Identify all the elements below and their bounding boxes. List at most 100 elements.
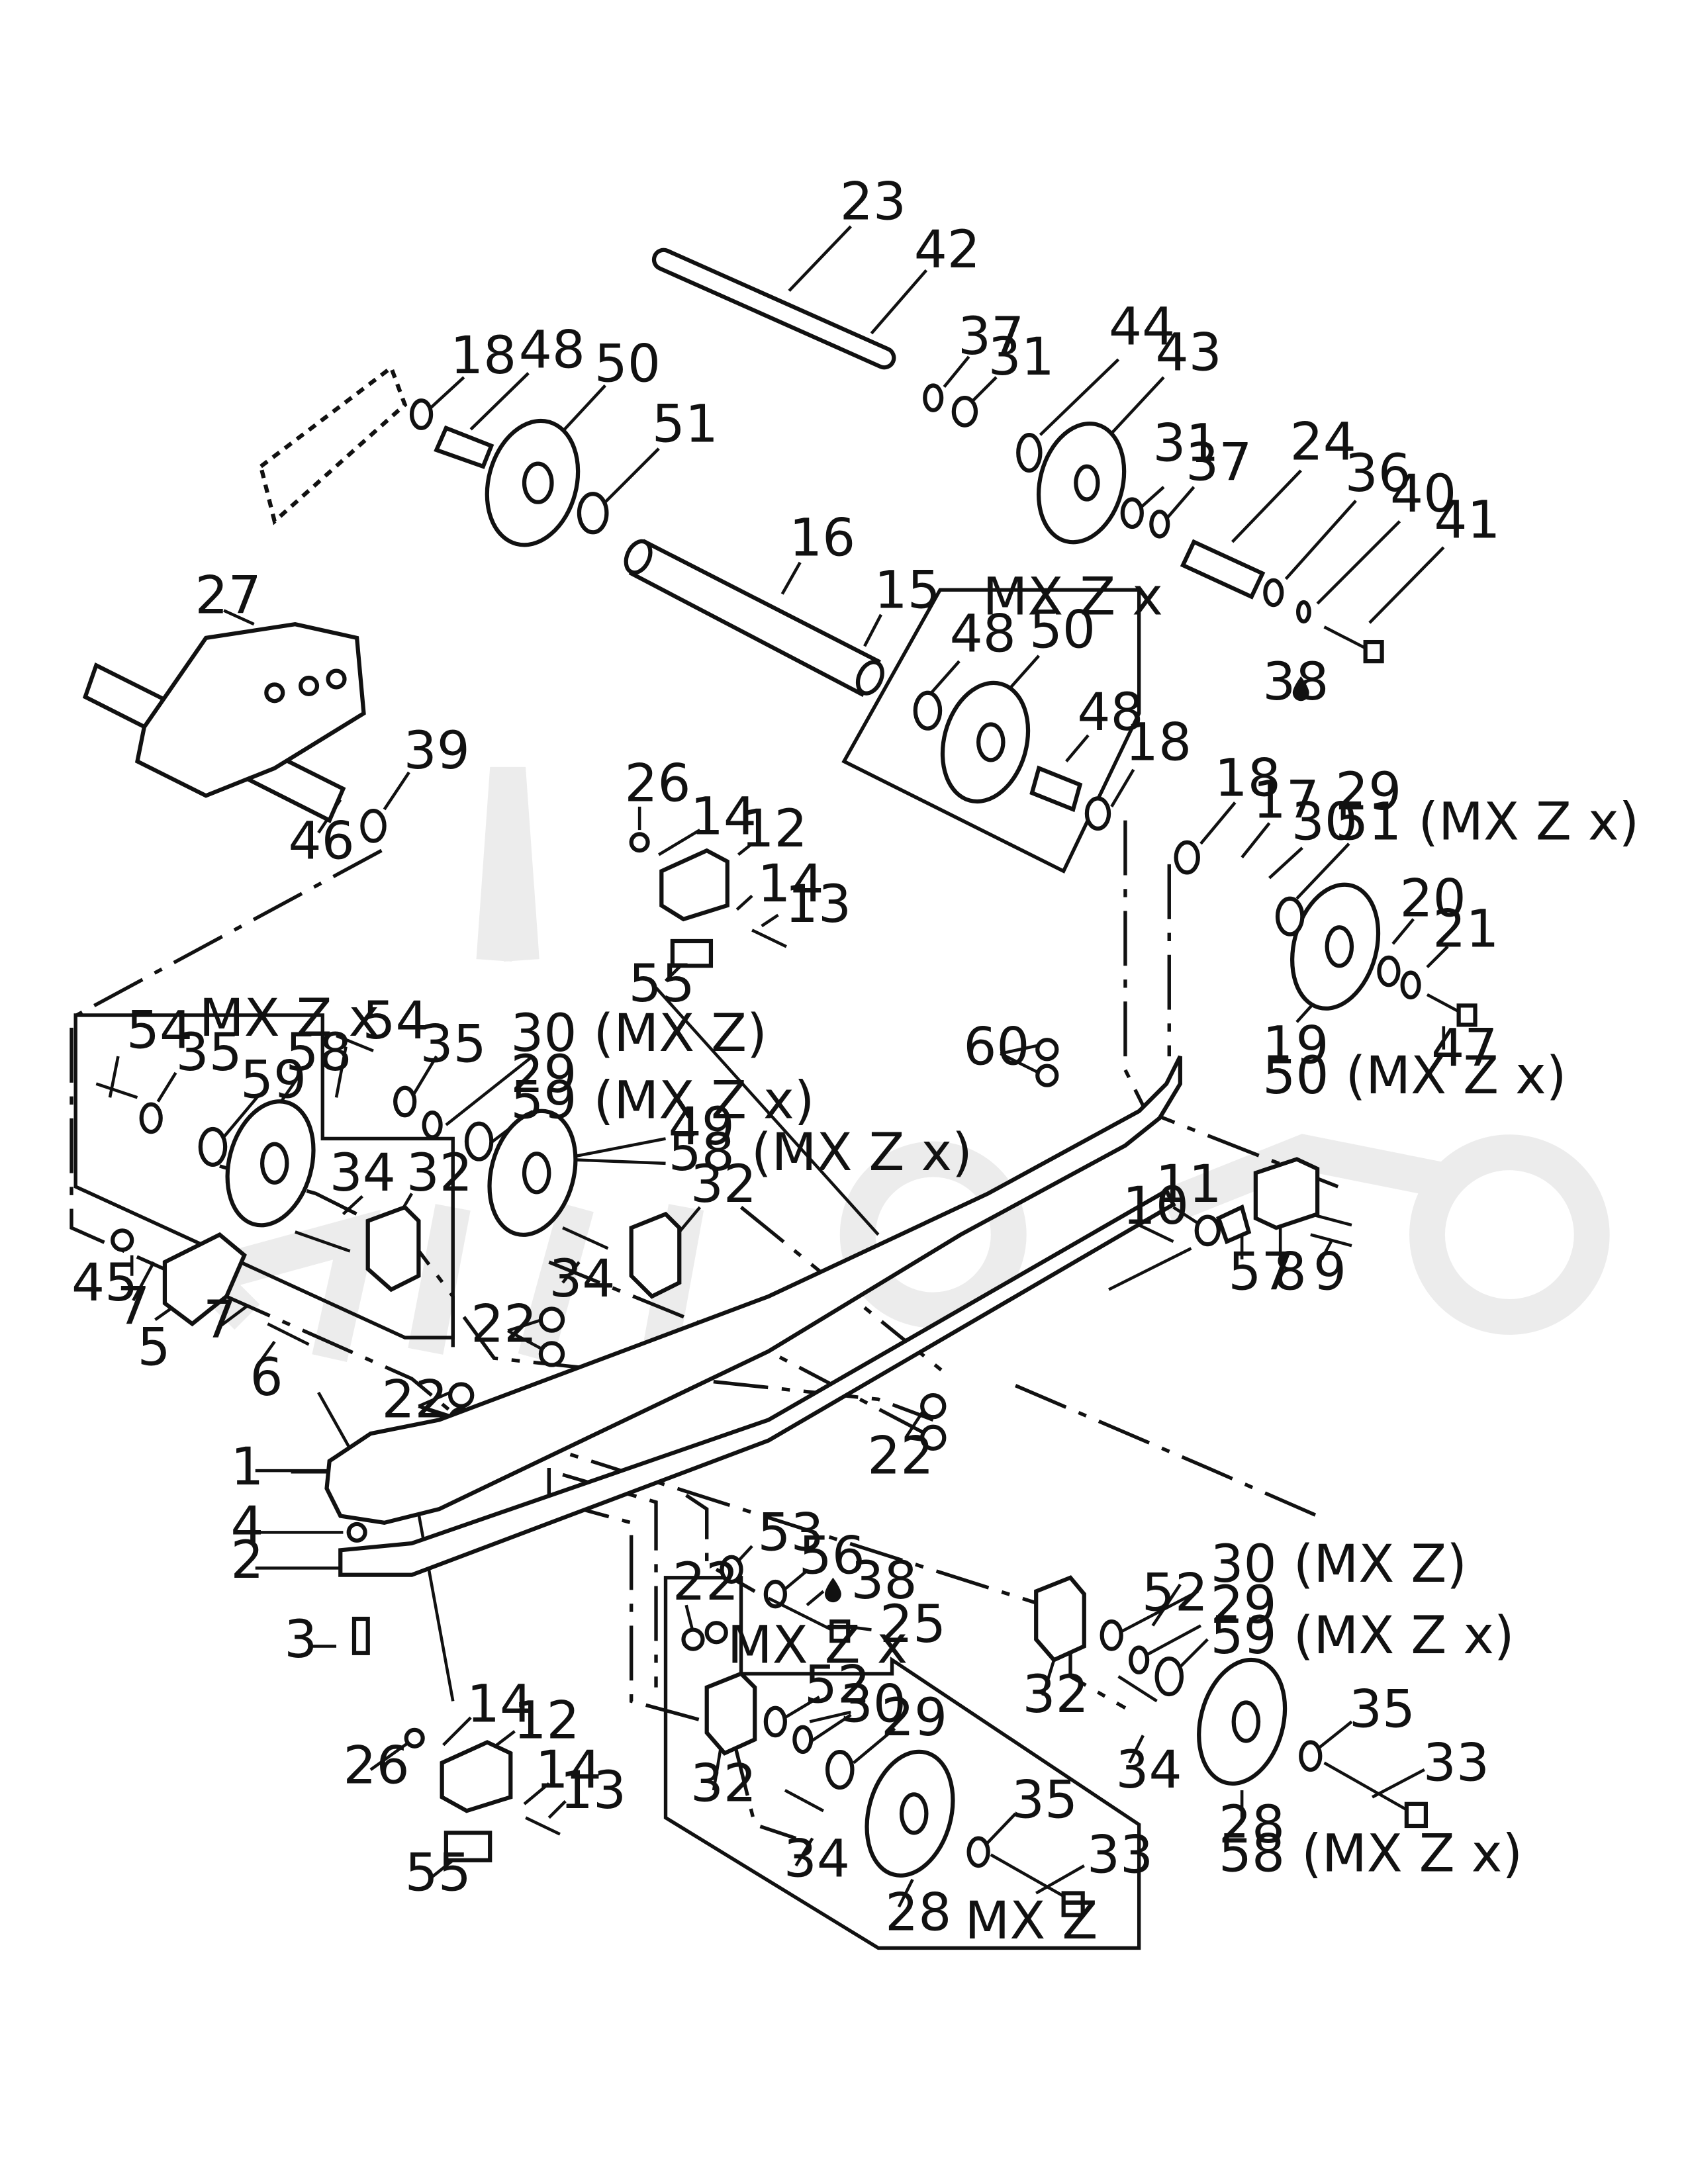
callout-label: 58 (MX Z x): [669, 1122, 972, 1183]
callout-label: 32: [690, 1753, 757, 1814]
callout-label: 39: [404, 720, 470, 781]
callout-label: 29: [510, 1044, 577, 1105]
callout-label: 51 (MX Z x): [1335, 792, 1639, 852]
callout-label: 20: [1400, 868, 1466, 929]
nuts: [111, 832, 1059, 1749]
leader-lines: [108, 225, 1449, 1908]
callout-label: 52: [804, 1654, 870, 1715]
callout-label: 23: [840, 171, 906, 232]
callout-label: 32: [1022, 1664, 1088, 1725]
callout-label: 30: [1291, 792, 1358, 852]
callout-label: 29: [1335, 761, 1401, 822]
callout-label: 56: [799, 1525, 865, 1586]
callout-label: 33: [1087, 1824, 1153, 1885]
callout-label: 31: [1152, 412, 1219, 473]
callout-label: 47: [1431, 1018, 1497, 1079]
callout-label: 6: [250, 1347, 283, 1408]
callout-label: 24: [1290, 411, 1356, 472]
callout-label: 60: [963, 1017, 1029, 1077]
callout-label: 17: [1253, 769, 1319, 830]
block-part-55-top: [670, 938, 714, 968]
callout-label: 37: [1186, 432, 1252, 493]
callout-label: 45: [71, 1252, 138, 1313]
callout-label: 15: [874, 559, 941, 620]
callout-label: 32: [406, 1142, 473, 1203]
callout-label: 26: [343, 1735, 409, 1796]
callout-label: 22: [673, 1551, 739, 1612]
callout-label: MX Z x: [199, 987, 380, 1048]
callout-label: 50: [594, 333, 661, 394]
spacer-part-24: [1180, 539, 1266, 600]
callout-label: 18: [450, 325, 516, 386]
callout-label: 29: [1210, 1574, 1276, 1635]
callout-label: 38: [851, 1550, 917, 1611]
callout-label: 1: [230, 1436, 263, 1497]
callout-label: 35: [420, 1013, 486, 1074]
callout-label: 7: [203, 1289, 236, 1350]
callout-label: 29: [881, 1687, 947, 1748]
callout-label: 13: [785, 874, 851, 934]
callout-label: 30 (MX Z): [510, 1003, 767, 1064]
callout-label: 50 (MX Z x): [1262, 1045, 1566, 1106]
chain-part: [258, 364, 408, 525]
callout-label: 31: [988, 326, 1055, 387]
callout-label: 51: [652, 393, 718, 454]
callout-label: 28: [1219, 1794, 1285, 1855]
callout-label: 16: [789, 508, 855, 569]
callout-labels: 23 42 37 31 44 43 18 48 50 51 31 37 24 3…: [71, 171, 1639, 1951]
callout-label: 27: [195, 565, 261, 626]
callout-label: 59 (MX Z x): [510, 1069, 814, 1130]
callout-label: 48: [519, 320, 585, 381]
screw-part-3: [352, 1616, 370, 1655]
oil-drop-icon: [824, 676, 1309, 1603]
callout-label: 30: [840, 1673, 906, 1734]
callout-label: 10: [1123, 1175, 1189, 1236]
callout-label: 13: [560, 1760, 626, 1821]
callout-label: 53: [757, 1502, 823, 1563]
callout-label: 34: [784, 1829, 850, 1889]
callout-label: 58 (MX Z x): [1219, 1823, 1523, 1884]
callout-label: 18: [1215, 747, 1281, 808]
callout-label: 5: [137, 1317, 170, 1378]
callout-label: 14: [690, 786, 757, 846]
callout-label: 54: [126, 1000, 193, 1061]
rail-part-1: [324, 1055, 1182, 1525]
block-part-12-top: [659, 848, 729, 922]
callout-label: 14: [536, 1739, 602, 1800]
callout-label: 22: [867, 1425, 933, 1486]
callout-label: 34: [330, 1142, 396, 1203]
callout-label: 18: [1125, 711, 1192, 772]
callout-label: 40: [1390, 463, 1456, 524]
callout-label: 33: [1423, 1733, 1489, 1794]
callout-label: 35: [1011, 1770, 1078, 1831]
block-part-8: [1253, 1157, 1320, 1230]
variant-boxes: [73, 588, 1141, 1950]
callout-label: 36: [1345, 443, 1411, 504]
callout-label: 38: [1262, 651, 1329, 712]
spacer-part-48: [434, 425, 494, 469]
bracket-part-32-left: [365, 1205, 421, 1293]
callout-label: 55: [405, 1842, 471, 1903]
callout-label: 8: [1274, 1241, 1307, 1302]
callout-label: 22: [471, 1293, 537, 1354]
bolts: [95, 625, 1477, 1917]
callout-label: 19: [1262, 1015, 1329, 1075]
callout-label: 59: [240, 1049, 306, 1110]
stopper-part-5: [162, 1232, 247, 1327]
callout-label: 48: [950, 604, 1016, 664]
callout-label: MX Z x: [982, 567, 1163, 627]
callout-label: 3: [284, 1609, 317, 1670]
arm-part-27: [134, 621, 366, 798]
slider-part-2: [338, 1187, 1176, 1577]
callout-label: 44: [1109, 296, 1175, 357]
callout-label: 42: [914, 219, 980, 280]
callout-label: 57: [1228, 1241, 1294, 1302]
callout-label: 59 (MX Z x): [1210, 1605, 1514, 1666]
block-part-55-bottom: [444, 1831, 492, 1862]
callout-label: 32: [690, 1154, 757, 1214]
callout-label: 35: [1349, 1679, 1415, 1740]
callout-label: 34: [1115, 1739, 1182, 1800]
parts: [82, 248, 1477, 1917]
callout-label: 49: [669, 1096, 735, 1157]
